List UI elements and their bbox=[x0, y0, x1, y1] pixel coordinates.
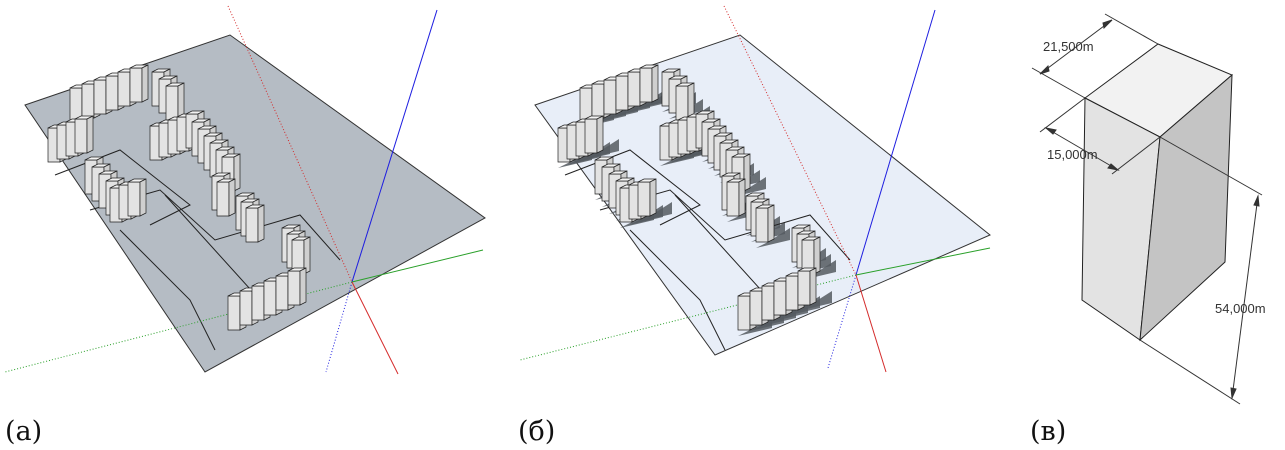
panel-v-block-dimensions: 21,500m 15,000m 54,000m bbox=[1031, 13, 1266, 405]
building-blocks bbox=[557, 64, 821, 331]
depth-dimension-label: 15,000m bbox=[1047, 147, 1098, 162]
block-front-face bbox=[755, 207, 769, 243]
width-dimension-label: 21,500m bbox=[1043, 39, 1094, 54]
block-shadow bbox=[756, 228, 790, 248]
block-shadow bbox=[798, 291, 832, 311]
dimension-height bbox=[1139, 136, 1263, 405]
building-block bbox=[245, 204, 265, 243]
building-block bbox=[291, 236, 311, 275]
axis-blue-dotted bbox=[827, 274, 857, 369]
building-block bbox=[74, 115, 94, 154]
block-front-face bbox=[165, 85, 179, 121]
axis-red-dotted bbox=[227, 5, 353, 283]
block-front-face bbox=[216, 181, 230, 217]
building-block bbox=[675, 82, 695, 121]
block-front-face bbox=[287, 270, 301, 306]
height-dimension-label: 54,000m bbox=[1215, 301, 1266, 316]
block-front-face bbox=[245, 207, 259, 243]
block-front-face bbox=[637, 181, 651, 217]
building-block bbox=[584, 115, 604, 154]
block-shadow bbox=[585, 139, 619, 159]
site-lines bbox=[564, 149, 851, 351]
axis-green bbox=[855, 247, 991, 276]
block-front-face bbox=[761, 285, 775, 321]
block-side-face bbox=[303, 236, 311, 275]
building-block bbox=[637, 178, 657, 217]
building-block bbox=[639, 64, 659, 103]
axis-blue bbox=[855, 9, 936, 276]
block-front-face bbox=[74, 118, 88, 154]
building-block bbox=[216, 178, 236, 217]
building-block bbox=[726, 178, 746, 217]
block-shadow bbox=[802, 260, 836, 280]
block-side-face bbox=[141, 64, 149, 103]
axis-red bbox=[351, 281, 399, 375]
block-front-face bbox=[584, 118, 598, 154]
block-front-face bbox=[603, 79, 617, 115]
axis-green bbox=[351, 249, 484, 283]
block-side-face bbox=[1139, 73, 1233, 342]
block-front-face bbox=[275, 275, 289, 311]
block-side-face bbox=[649, 178, 657, 217]
building-block bbox=[287, 267, 307, 306]
block-side-face bbox=[299, 267, 307, 306]
site-lines bbox=[54, 149, 341, 351]
block-side-face bbox=[139, 178, 147, 217]
caption-b: (б) bbox=[518, 416, 556, 447]
building-block bbox=[755, 204, 775, 243]
block-front-face bbox=[263, 280, 277, 316]
block-front-face bbox=[127, 181, 141, 217]
block-side-face bbox=[767, 204, 775, 243]
block-side-face bbox=[596, 115, 604, 154]
axis-red-dotted bbox=[723, 5, 857, 276]
block-front-face bbox=[227, 295, 241, 331]
block-front-face bbox=[785, 275, 799, 311]
block-front-face bbox=[239, 290, 253, 326]
caption-v: (в) bbox=[1030, 416, 1067, 447]
block-side-face bbox=[86, 115, 94, 154]
block-side-face bbox=[809, 267, 817, 306]
block-front-face bbox=[251, 285, 265, 321]
block-front-face bbox=[81, 83, 95, 119]
axis-blue bbox=[351, 9, 438, 283]
block-shadow bbox=[638, 202, 672, 222]
block-shadow bbox=[732, 177, 766, 197]
block-front-face bbox=[129, 67, 143, 103]
caption-a: (а) bbox=[5, 416, 43, 447]
building-block bbox=[129, 64, 149, 103]
block-front-face bbox=[93, 79, 107, 115]
axis-red bbox=[855, 274, 887, 373]
block-front-face bbox=[591, 83, 605, 119]
block-front-face bbox=[737, 295, 751, 331]
block-front-face bbox=[627, 71, 641, 107]
block-front-face bbox=[105, 75, 119, 111]
building-block bbox=[797, 267, 817, 306]
block-front-face bbox=[749, 290, 763, 326]
block-side-face bbox=[651, 64, 659, 103]
axis-blue-dotted bbox=[325, 281, 353, 373]
block-front-face bbox=[797, 270, 811, 306]
building-block bbox=[127, 178, 147, 217]
panel-a-site-model bbox=[4, 5, 486, 375]
block-front-face bbox=[639, 67, 653, 103]
building-block bbox=[165, 82, 185, 121]
dimension-width bbox=[1031, 13, 1159, 99]
dimension-depth bbox=[1039, 97, 1161, 175]
block-side-face bbox=[257, 204, 265, 243]
block-front-face bbox=[675, 85, 689, 121]
block-front-face bbox=[117, 71, 131, 107]
block-side-face bbox=[228, 178, 236, 217]
block-front-face bbox=[615, 75, 629, 111]
building-blocks bbox=[47, 64, 311, 331]
block-front-face bbox=[773, 280, 787, 316]
block-front-face bbox=[726, 181, 740, 217]
panel-b-site-model-shadows bbox=[519, 5, 991, 373]
block-side-face bbox=[738, 178, 746, 217]
block-side-face bbox=[813, 236, 821, 275]
